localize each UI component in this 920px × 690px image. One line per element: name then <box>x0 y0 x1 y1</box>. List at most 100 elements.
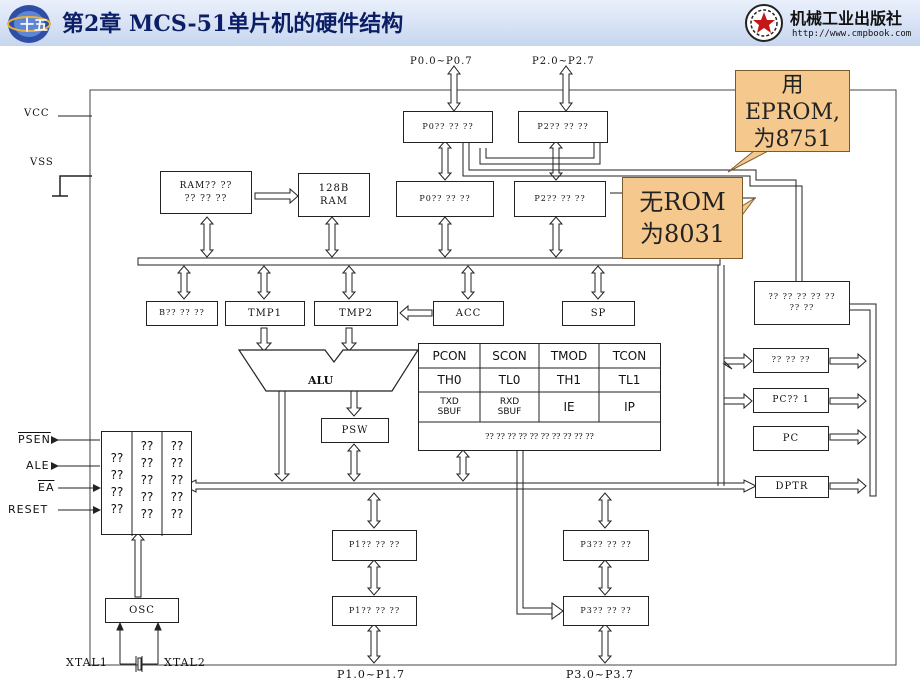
ram-address-register: RAM?? ?? ?? ?? ?? <box>160 171 252 214</box>
arrow-acc-bus <box>460 265 476 300</box>
sfr-to-p3-line <box>516 450 560 615</box>
sfr-th0: TH0 <box>437 373 462 387</box>
page-title: 第2章 MCS-51单片机的硬件结构 <box>62 11 404 37</box>
arrow-acc-tmp2 <box>399 304 433 322</box>
arrow-right-pc1 <box>723 392 753 410</box>
p0-pin-label: P0.0~P0.7 <box>410 56 473 67</box>
p3-driver-block: P3?? ?? ?? <box>563 596 649 626</box>
sfr-tcon: TCON <box>612 349 647 363</box>
psen-label: PSEN <box>18 433 51 446</box>
arrow-p3-bus <box>597 492 613 529</box>
arrow-ramaddr-ram <box>254 187 299 205</box>
ctrl-q: ?? <box>110 468 124 482</box>
arrow-p2-mid <box>548 140 564 181</box>
arrow-pc1-right <box>829 392 867 410</box>
arrow-b-bus <box>176 265 192 300</box>
publisher-url: http://www.cmpbook.com <box>792 29 912 39</box>
internal-bus <box>137 257 721 266</box>
dptr-register: DPTR <box>755 476 829 498</box>
svg-text:十五: 十五 <box>20 17 48 34</box>
chapter-logo-icon: 十五 <box>7 5 51 43</box>
oscillator-block: OSC <box>105 598 179 623</box>
p0-driver-block: P0?? ?? ?? <box>403 111 493 143</box>
p2-latch-block: P2?? ?? ?? <box>514 181 606 217</box>
ctrl-q: ?? <box>140 456 154 470</box>
arrow-rmid-right <box>829 352 867 370</box>
arrow-dptr-right <box>829 477 867 495</box>
ctrl-q: ?? <box>140 439 154 453</box>
p3-latch-block: P3?? ?? ?? <box>563 530 649 561</box>
arrow-pc-right <box>829 428 867 446</box>
arrow-alu-psw <box>345 390 363 417</box>
sfr-rxd-sbuf: RXD SBUF <box>497 396 522 417</box>
p1-pin-label: P1.0~P1.7 <box>337 668 406 681</box>
timing-control-block: ?? ?? ?? ?? ?? ?? ?? ?? ?? ?? ?? ?? ?? ?… <box>101 431 192 536</box>
arrow-p3-pin <box>597 623 613 664</box>
address-register-block: ?? ?? ?? ?? ?? ?? ?? <box>754 281 850 325</box>
arrow-p2-pin <box>559 65 573 112</box>
arrow-p2-bus <box>548 216 564 258</box>
xtal2-label: XTAL2 <box>164 656 206 669</box>
acc-register: ACC <box>433 301 504 326</box>
arrow-ctrl-osc <box>130 532 146 598</box>
arrow-tmp1-bus <box>256 265 272 300</box>
arrow-alu-bus <box>273 390 291 482</box>
p1-latch-block: P1?? ?? ?? <box>332 530 417 561</box>
p2-driver-block: P2?? ?? ?? <box>518 111 608 143</box>
address-register-line2: ?? ?? <box>789 303 815 312</box>
address-lines <box>462 141 803 282</box>
publisher-name: 机械工业出版社 <box>790 9 903 28</box>
p0-latch-block: P0?? ?? ?? <box>396 181 494 217</box>
alu-block <box>237 349 420 392</box>
arrow-sp-bus <box>590 265 606 300</box>
sfr-block: PCON SCON TMOD TCON TH0 TL0 TH1 TL1 TXD … <box>418 343 661 451</box>
sfr-txd-sbuf: TXD SBUF <box>437 396 462 417</box>
arrow-ram-bus <box>324 216 340 258</box>
address-register-line1: ?? ?? ?? ?? ?? <box>768 292 836 302</box>
vcc-label: VCC <box>24 108 50 119</box>
ctrl-q: ?? <box>140 490 154 504</box>
sfr-scon: SCON <box>492 349 527 363</box>
p3-pin-label: P3.0~P3.7 <box>566 668 635 681</box>
ctrl-q: ?? <box>110 451 124 465</box>
title-bar: 十五 第2章 MCS-51单片机的硬件结构 机械工业出版社 http://www… <box>0 0 920 46</box>
vss-line <box>52 175 92 197</box>
ctrl-q: ?? <box>140 473 154 487</box>
sfr-tl0: TL0 <box>498 373 521 387</box>
ctrl-q: ?? <box>110 502 124 516</box>
control-pin-lines <box>51 436 101 514</box>
b-register: B?? ?? ?? <box>146 301 218 326</box>
lower-bus <box>182 479 758 493</box>
arrow-p3-mid <box>597 559 613 596</box>
crystal-icon <box>116 621 162 672</box>
pc-register: PC <box>753 426 829 451</box>
down-arrows <box>255 327 363 482</box>
callout-rom: 无ROM 为8031 <box>622 177 743 259</box>
ctrl-q: ?? <box>140 507 154 521</box>
ram-address-line2: ?? ?? ?? <box>184 193 228 204</box>
arrow-p0-pin <box>447 65 461 112</box>
arrow-right-mid <box>722 352 753 370</box>
pc-incrementer: PC?? 1 <box>753 388 829 413</box>
ctrl-q: ?? <box>170 490 184 504</box>
psw-register: PSW <box>321 418 389 443</box>
ram-128b-block: 128B RAM <box>298 173 370 217</box>
sp-register: SP <box>562 301 635 326</box>
ram-address-line1: RAM?? ?? <box>179 181 233 192</box>
ram-label: RAM <box>320 196 348 207</box>
sfr-tmod: TMOD <box>550 349 588 363</box>
sfr-grid <box>419 344 660 423</box>
sfr-ip: IP <box>624 400 635 414</box>
vss-label: VSS <box>30 157 54 168</box>
buffer-block: ?? ?? ?? <box>753 348 829 373</box>
sfr-footer: ?? ?? ?? ?? ?? ?? ?? ?? ?? ?? <box>485 431 594 441</box>
chip-outline <box>89 89 897 666</box>
arrow-p0-bus <box>437 216 453 258</box>
arrow-tmp2-bus <box>341 265 357 300</box>
p1-driver-block: P1?? ?? ?? <box>332 596 417 626</box>
ale-label: ALE <box>26 459 50 472</box>
reset-label: RESET <box>8 503 49 516</box>
publisher-emblem-icon <box>745 4 783 42</box>
arrow-ramaddr-bus <box>199 216 215 258</box>
